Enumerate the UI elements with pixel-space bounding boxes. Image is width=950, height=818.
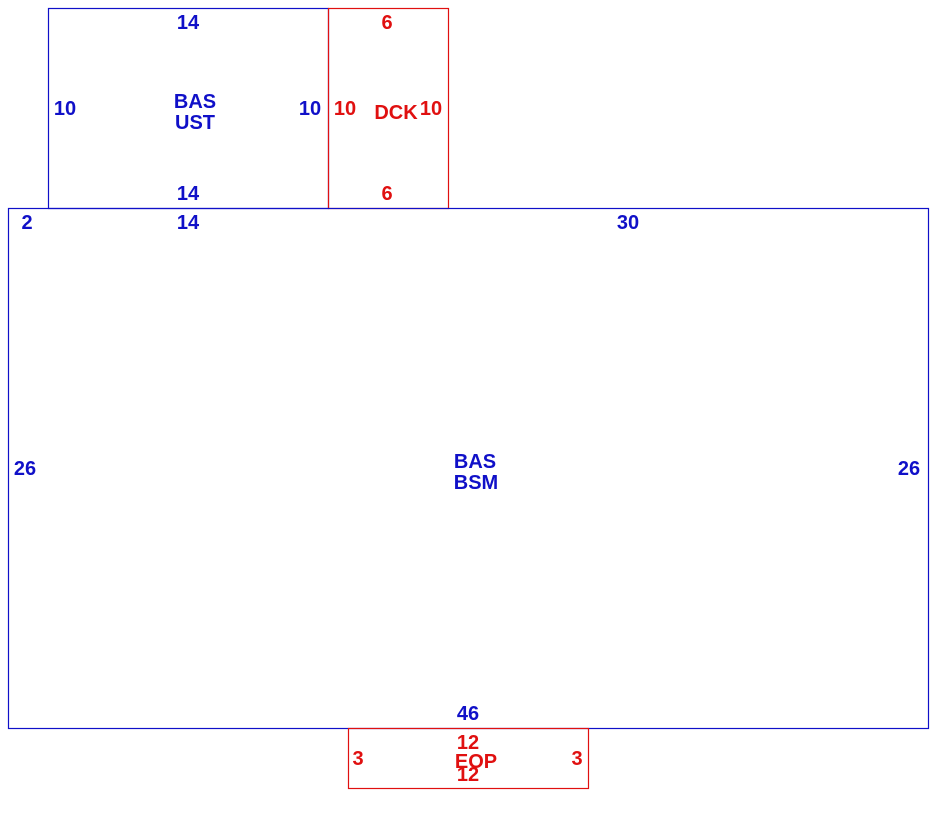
bas-ust-right-dimension: 10 <box>299 98 321 120</box>
bas-bsm-code-line1: BAS <box>454 451 496 473</box>
bas-bsm-left-dimension: 26 <box>14 458 36 480</box>
dck-bottom-dimension: 6 <box>381 183 392 205</box>
bas-bsm-top-middle-segment: 14 <box>177 212 200 234</box>
bas-ust-bottom-dimension: 14 <box>177 183 200 205</box>
eop-outline <box>347 727 590 790</box>
bas-ust-left-dimension: 10 <box>54 98 76 120</box>
eop-bottom-dimension: 12 <box>457 764 479 786</box>
eop-code: EOP <box>455 751 497 773</box>
dck-top-dimension: 6 <box>381 12 392 34</box>
bas-ust-top-dimension: 14 <box>177 12 200 34</box>
bas-bsm-top-left-segment: 2 <box>21 212 32 234</box>
bas-bsm-bottom-dimension: 46 <box>457 703 479 725</box>
bas-bsm-top-right-segment: 30 <box>617 212 639 234</box>
bas-ust-code-line2: UST <box>175 112 215 134</box>
eop-right-dimension: 3 <box>571 748 582 770</box>
dck-code: DCK <box>374 102 418 124</box>
bas-ust-code-line1: BAS <box>174 91 216 113</box>
dck-left-dimension: 10 <box>334 98 356 120</box>
eop-top-dimension: 12 <box>457 732 479 754</box>
dck-right-dimension: 10 <box>420 98 442 120</box>
bas-bsm-right-dimension: 26 <box>898 458 920 480</box>
eop-left-dimension: 3 <box>352 748 363 770</box>
bas-bsm-code-line2: BSM <box>454 472 498 494</box>
